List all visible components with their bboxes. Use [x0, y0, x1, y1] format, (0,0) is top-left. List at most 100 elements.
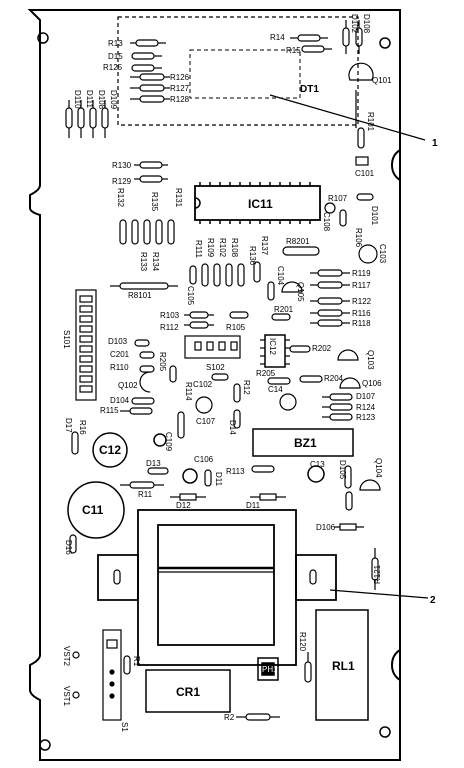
- r120-r121: [304, 548, 379, 683]
- label-d13: D13: [146, 459, 161, 468]
- label-s102: S102: [206, 363, 225, 372]
- label-c109: C109: [164, 432, 173, 452]
- label-r126: R126: [170, 73, 190, 82]
- label-c107: C107: [196, 417, 216, 426]
- ic11-label: IC11: [248, 197, 273, 211]
- label-c102: C102: [193, 380, 213, 389]
- label-r16: R16: [78, 420, 87, 435]
- label-d105: D105: [338, 460, 347, 480]
- s102-connector: [184, 335, 241, 359]
- label-r203: R204: [324, 374, 344, 383]
- label-r202: R202: [312, 344, 332, 353]
- label-r109: R109: [206, 238, 215, 258]
- bz1-buzzer: [252, 428, 354, 457]
- c12-label: C12: [99, 443, 121, 457]
- ph1-component: [257, 657, 279, 681]
- label-c14: C14: [268, 385, 283, 394]
- callout-2: 2: [430, 595, 436, 606]
- label-r124: R124: [356, 403, 376, 412]
- label-d11b: D11: [214, 472, 223, 487]
- label-c201: C201: [110, 350, 130, 359]
- label-r133: R133: [139, 252, 148, 272]
- label-r15: R15: [286, 46, 301, 55]
- bz1-label: BZ1: [294, 436, 317, 450]
- label-r11: R11: [138, 490, 153, 499]
- left-middle-parts: [120, 339, 361, 439]
- label-c104: C104: [276, 266, 285, 286]
- label-r112: R112: [160, 323, 179, 332]
- rl1-relay: [315, 609, 369, 721]
- notch-right-top: [390, 149, 401, 181]
- mid-left-parts: [110, 161, 178, 290]
- label-vst1: VST1: [62, 686, 71, 707]
- label-q103: Q103: [366, 350, 375, 370]
- label-d109: D109: [109, 90, 118, 110]
- label-r136: R136: [248, 246, 257, 266]
- label-c13: C13: [310, 460, 325, 469]
- label-d104: D104: [110, 396, 130, 405]
- label-d110: D110: [73, 90, 82, 109]
- label-r114: R114: [184, 382, 193, 401]
- label-r204: R205: [158, 352, 167, 372]
- label-d15: D15: [108, 52, 123, 61]
- label-r123: R123: [356, 413, 376, 422]
- label-r127: R127: [170, 84, 190, 93]
- label-r13: R13: [108, 39, 123, 48]
- label-r12: R12: [242, 380, 251, 395]
- label-r122: R122: [352, 297, 372, 306]
- label-q105: Q105: [296, 282, 305, 302]
- label-r128: R128: [170, 95, 190, 104]
- r103-group: [184, 311, 291, 329]
- label-r8101: R8101: [128, 291, 152, 300]
- label-r113: R113: [226, 467, 245, 476]
- top-resistors: [130, 39, 170, 103]
- label-d103: D103: [108, 337, 128, 346]
- callout-2-leader: [329, 589, 429, 599]
- label-d106: D106: [316, 523, 336, 532]
- label-r107: R107: [328, 194, 348, 203]
- label-r131: R131: [174, 188, 183, 208]
- board-outline: [27, 9, 401, 761]
- label-q101: Q101: [372, 76, 392, 85]
- label-r132: R132: [116, 188, 125, 208]
- mounting-hole: [39, 739, 51, 751]
- label-r118: R118: [352, 319, 371, 328]
- label-d111: D111: [85, 90, 94, 108]
- label-vst2: VST2: [62, 646, 71, 667]
- dt1-outline: [117, 16, 359, 126]
- label-d17: D17: [64, 418, 73, 433]
- label-c103: C103: [378, 244, 387, 264]
- ic11-chip: [194, 182, 321, 224]
- label-q102: Q102: [118, 381, 138, 390]
- ic12-chip: [260, 334, 290, 368]
- label-r135: R135: [150, 192, 159, 212]
- label-d101: D101: [370, 206, 379, 226]
- label-c101: C101: [355, 169, 375, 178]
- ic12-label: IC12: [268, 338, 277, 355]
- callout-1: 1: [432, 138, 438, 149]
- label-r106: R106: [354, 228, 363, 248]
- label-r105: R105: [226, 323, 246, 332]
- label-q106: Q106: [362, 379, 382, 388]
- label-s1: S1: [120, 722, 129, 732]
- rl1-label: RL1: [332, 659, 355, 673]
- s101-connector: [75, 289, 97, 401]
- label-c105: C105: [186, 286, 195, 306]
- right-of-ic11-parts: [281, 193, 378, 327]
- label-d16: D16: [64, 540, 73, 555]
- label-r108: R108: [230, 238, 239, 258]
- label-r125: R125: [103, 63, 123, 72]
- label-s101: S101: [62, 330, 71, 349]
- label-r14: R14: [270, 33, 285, 42]
- label-c106: C106: [194, 455, 214, 464]
- label-d108b: D108: [362, 14, 371, 34]
- label-r2: R2: [224, 713, 235, 722]
- label-r205: R205: [256, 369, 276, 378]
- label-r134: R134: [151, 252, 160, 272]
- label-d107: D107: [356, 392, 376, 401]
- notch-right-bottom: [390, 649, 401, 681]
- label-q104: Q104: [374, 458, 383, 478]
- callout-1-leader: [269, 94, 426, 141]
- center-vertical-resistors: [189, 261, 275, 301]
- label-r111: R111: [194, 240, 203, 258]
